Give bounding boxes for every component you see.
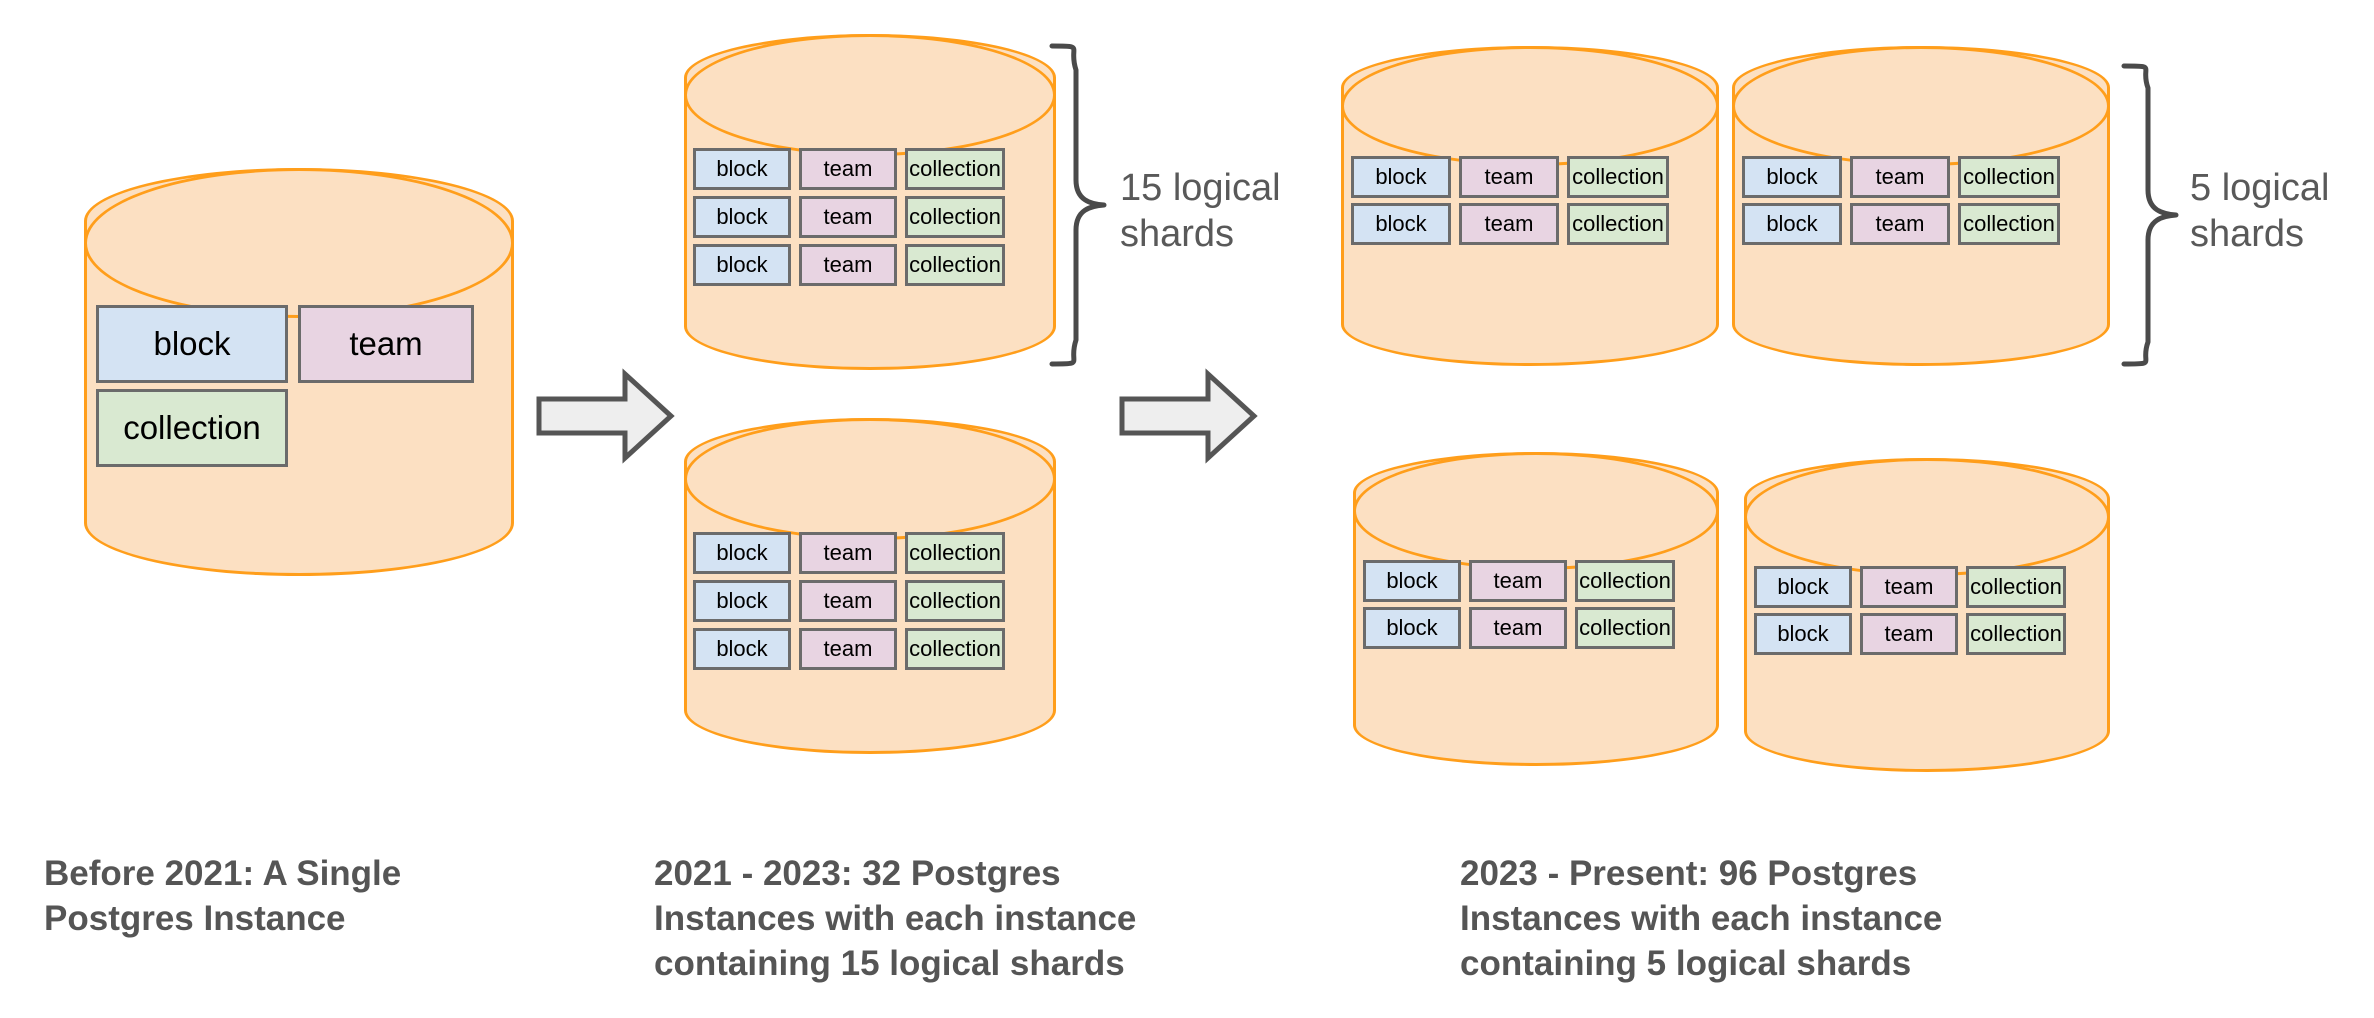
arrow-right-icon	[1119, 368, 1258, 464]
table-chip-collection: collection	[1958, 156, 2060, 198]
shard-count-label: 5 logical shards	[2190, 167, 2330, 256]
curly-brace-icon	[1049, 43, 1107, 367]
shard-slot-group: block team collection	[84, 305, 514, 467]
table-chip-collection: collection	[905, 148, 1005, 190]
table-chip-block: block	[693, 244, 791, 286]
shard-row: block team collection	[1351, 156, 1719, 198]
table-chip-collection: collection	[1575, 560, 1675, 602]
table-chip-block: block	[1754, 566, 1852, 608]
postgres-instance-cylinder: block team collection block team collect…	[1732, 46, 2110, 366]
table-chip-block: block	[693, 148, 791, 190]
cylinder-top-ellipse	[1353, 452, 1719, 570]
table-chip-team: team	[1850, 156, 1950, 198]
transition-arrow-1	[535, 366, 675, 466]
table-chip-block: block	[693, 532, 791, 574]
table-chip-block: block	[693, 580, 791, 622]
shard-row: block team collection	[693, 148, 1056, 190]
shard-count-brace	[1046, 40, 1116, 370]
shard-slot-group: block team collection block team collect…	[1341, 156, 1719, 245]
table-chip-team: team	[1459, 203, 1559, 245]
postgres-instance-cylinder: block team collection block team collect…	[1353, 452, 1719, 766]
shard-row: block team collection	[1742, 203, 2110, 245]
table-chip-team: team	[298, 305, 474, 383]
table-chip-collection: collection	[905, 628, 1005, 670]
table-chip-collection: collection	[1958, 203, 2060, 245]
table-chip-team: team	[799, 196, 897, 238]
arrow-right-icon	[536, 368, 675, 464]
table-chip-team: team	[1459, 156, 1559, 198]
cylinder-top-ellipse	[684, 418, 1056, 540]
table-chip-collection: collection	[905, 196, 1005, 238]
shard-row: block team collection	[693, 532, 1056, 574]
table-chip-collection: collection	[905, 580, 1005, 622]
shard-row: block team collection	[1363, 560, 1719, 602]
postgres-instance-cylinder: block team collection	[84, 168, 514, 576]
shard-row: block team collection	[1754, 613, 2110, 655]
shard-row: block team collection	[1742, 156, 2110, 198]
postgres-instance-cylinder: block team collection block team collect…	[684, 418, 1056, 754]
cylinder-top-ellipse	[684, 34, 1056, 156]
table-chip-block: block	[693, 196, 791, 238]
shard-row: block team collection	[1363, 607, 1719, 649]
curly-brace-icon	[2121, 63, 2179, 367]
shard-count-label: 15 logical shards	[1120, 167, 1281, 256]
table-chip-block: block	[1351, 203, 1451, 245]
table-chip-collection: collection	[1966, 613, 2066, 655]
shard-row: collection	[96, 389, 514, 467]
stage-2-caption: 2021 - 2023: 32 Postgres Instances with …	[654, 854, 1137, 983]
table-chip-block: block	[1754, 613, 1852, 655]
shard-row: block team collection	[693, 196, 1056, 238]
shard-count-brace	[2118, 60, 2188, 370]
shard-row: block team	[96, 305, 514, 383]
shard-row: block team collection	[693, 244, 1056, 286]
table-chip-collection: collection	[1575, 607, 1675, 649]
postgres-instance-cylinder: block team collection block team collect…	[1744, 458, 2110, 772]
table-chip-block: block	[693, 628, 791, 670]
shard-row: block team collection	[693, 580, 1056, 622]
transition-arrow-2	[1118, 366, 1258, 466]
table-chip-team: team	[1469, 560, 1567, 602]
table-chip-team: team	[799, 580, 897, 622]
shard-slot-group: block team collection block team collect…	[1732, 156, 2110, 245]
stage-3-caption: 2023 - Present: 96 Postgres Instances wi…	[1460, 854, 1943, 983]
shard-row: block team collection	[1754, 566, 2110, 608]
cylinder-top-ellipse	[1732, 46, 2110, 166]
table-chip-block: block	[96, 305, 288, 383]
table-chip-team: team	[799, 148, 897, 190]
table-chip-collection: collection	[1966, 566, 2066, 608]
cylinder-top-ellipse	[1341, 46, 1719, 166]
table-chip-collection: collection	[1567, 156, 1669, 198]
table-chip-team: team	[1860, 566, 1958, 608]
table-chip-team: team	[1850, 203, 1950, 245]
table-chip-collection: collection	[905, 244, 1005, 286]
stage-1-caption: Before 2021: A Single Postgres Instance	[44, 854, 402, 938]
table-chip-block: block	[1742, 203, 1842, 245]
table-chip-team: team	[799, 532, 897, 574]
table-chip-team: team	[1469, 607, 1567, 649]
table-chip-block: block	[1742, 156, 1842, 198]
table-chip-collection: collection	[96, 389, 288, 467]
postgres-instance-cylinder: block team collection block team collect…	[1341, 46, 1719, 366]
table-chip-block: block	[1363, 607, 1461, 649]
table-chip-block: block	[1351, 156, 1451, 198]
shard-slot-group: block team collection block team collect…	[1744, 566, 2110, 655]
table-chip-team: team	[799, 244, 897, 286]
shard-slot-group: block team collection block team collect…	[1353, 560, 1719, 649]
table-chip-collection: collection	[1567, 203, 1669, 245]
table-chip-block: block	[1363, 560, 1461, 602]
cylinder-top-ellipse	[1744, 458, 2110, 576]
cylinder-top-ellipse	[84, 168, 514, 318]
postgres-instance-cylinder: block team collection block team collect…	[684, 34, 1056, 370]
table-chip-team: team	[799, 628, 897, 670]
table-chip-collection: collection	[905, 532, 1005, 574]
shard-slot-group: block team collection block team collect…	[684, 532, 1056, 670]
shard-slot-group: block team collection block team collect…	[684, 148, 1056, 286]
shard-row: block team collection	[1351, 203, 1719, 245]
shard-row: block team collection	[693, 628, 1056, 670]
table-chip-team: team	[1860, 613, 1958, 655]
